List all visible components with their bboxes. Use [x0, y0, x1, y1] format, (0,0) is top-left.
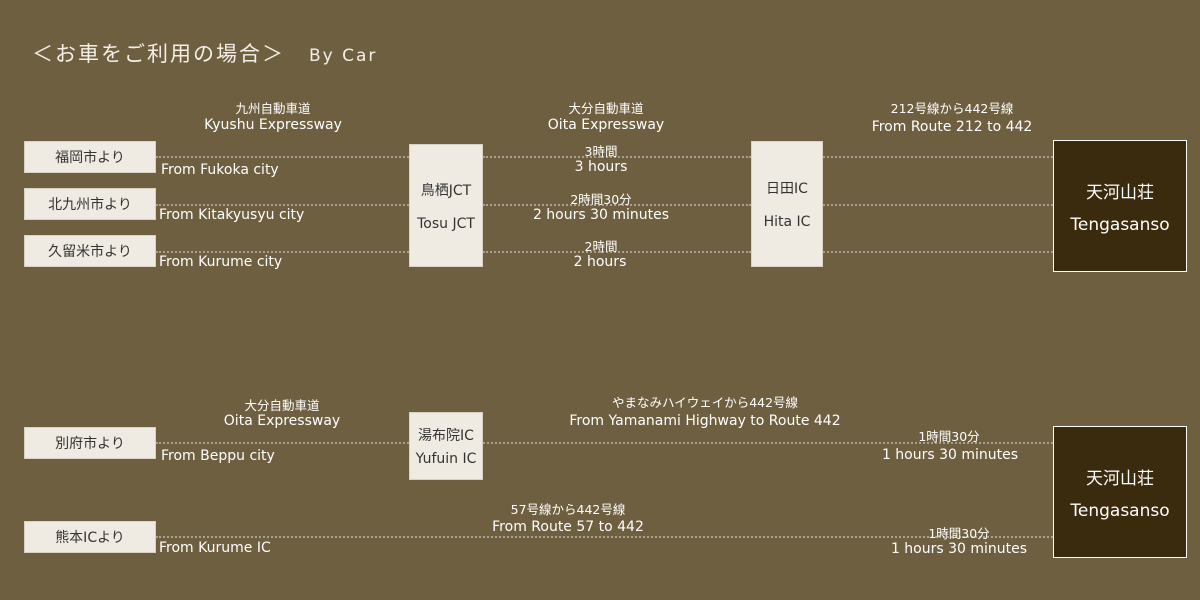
destination-ja: 天河山荘: [1086, 182, 1154, 203]
junction-en: Tosu JCT: [417, 215, 475, 232]
road-ja: 大分自動車道: [568, 101, 644, 116]
road-ja: 57号線から442号線: [510, 502, 626, 517]
time-en: 2 hours 30 minutes: [532, 207, 670, 223]
destination-box: 天河山荘 Tengasanso: [1053, 426, 1187, 558]
origin-label: 福岡市より: [55, 150, 125, 166]
junction-ja: 鳥栖JCT: [420, 182, 472, 199]
road-en: Kyushu Expressway: [204, 117, 342, 133]
route-line: [156, 156, 409, 158]
route-line: [156, 204, 409, 206]
route-line: [156, 251, 409, 253]
road-en: Oita Expressway: [223, 413, 341, 429]
origin-fukuoka: 福岡市より: [24, 141, 156, 173]
origin-en: From Beppu city: [161, 448, 275, 464]
time-en: 2 hours: [573, 254, 627, 270]
ic-en: Yufuin IC: [415, 451, 477, 467]
time-en: 1 hours 30 minutes: [890, 541, 1028, 557]
route-line: [156, 536, 1053, 538]
page-title: ＜お車をご利用の場合＞ By Car: [32, 38, 377, 68]
origin-beppu: 別府市より: [24, 427, 156, 459]
route-line: [823, 156, 1053, 158]
route-line: [823, 251, 1053, 253]
time-en: 1 hours 30 minutes: [881, 447, 1019, 463]
time-ja: 2時間: [584, 239, 618, 254]
ic-ja: 湯布院IC: [418, 428, 474, 444]
origin-label: 別府市より: [55, 436, 125, 452]
route-line: [156, 442, 409, 444]
origin-en: From Fukoka city: [161, 162, 279, 178]
road-ja: やまなみハイウェイから442号線: [611, 395, 799, 410]
ic-ja: 日田IC: [766, 181, 808, 197]
title-en: By Car: [309, 46, 378, 66]
origin-label: 北九州市より: [48, 197, 132, 213]
title-ja: ＜お車をご利用の場合＞: [32, 42, 285, 66]
destination-ja: 天河山荘: [1086, 468, 1154, 489]
origin-label: 久留米市より: [48, 244, 132, 260]
origin-en: From Kurume IC: [159, 540, 271, 556]
ic-en: Hita IC: [763, 214, 811, 230]
route-line: [483, 251, 751, 253]
road-en: Oita Expressway: [547, 117, 665, 133]
origin-label: 熊本ICより: [55, 530, 125, 546]
time-ja: 1時間30分: [928, 526, 990, 541]
origin-kurume: 久留米市より: [24, 235, 156, 267]
road-en: From Route 212 to 442: [871, 119, 1033, 135]
time-ja: 2時間30分: [570, 192, 632, 207]
road-en: From Route 57 to 442: [492, 519, 644, 535]
road-ja: 九州自動車道: [235, 101, 311, 116]
time-en: 3 hours: [574, 159, 628, 175]
route-line: [483, 204, 751, 206]
road-en: From Yamanami Highway to Route 442: [569, 413, 841, 429]
time-ja: 3時間: [584, 144, 618, 159]
origin-en: From Kurume city: [159, 254, 283, 270]
road-ja: 212号線から442号線: [890, 101, 1014, 116]
time-ja: 1時間30分: [918, 429, 980, 444]
route-line: [483, 156, 751, 158]
origin-kitakyushu: 北九州市より: [24, 188, 156, 220]
road-ja: 大分自動車道: [244, 398, 320, 413]
tosu-jct-box: 鳥栖JCT Tosu JCT: [409, 144, 483, 267]
hita-ic-box: 日田IC Hita IC: [751, 141, 823, 267]
destination-en: Tengasanso: [1070, 500, 1170, 521]
destination-en: Tengasanso: [1070, 214, 1170, 235]
destination-box: 天河山荘 Tengasanso: [1053, 140, 1187, 272]
route-line: [483, 442, 1053, 444]
route-line: [823, 204, 1053, 206]
origin-kumamoto: 熊本ICより: [24, 521, 156, 553]
yufuin-ic-box: 湯布院IC Yufuin IC: [409, 412, 483, 480]
origin-en: From Kitakyusyu city: [159, 207, 305, 223]
